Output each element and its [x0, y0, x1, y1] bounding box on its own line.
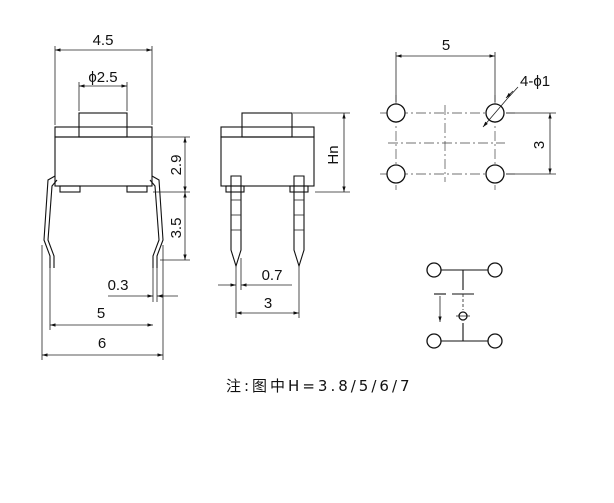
front-view: 4.5 ϕ2.5 2.9 3.5 0.3 5 6	[41, 32, 190, 360]
dim-inner-span: 5	[97, 305, 105, 322]
footprint-view: 5 3 4-ϕ1	[380, 37, 556, 190]
front-body	[54, 136, 153, 187]
dim-footprint-pitch-y: 3	[531, 141, 548, 149]
hole-bottom-left	[386, 164, 406, 184]
dim-pin-length: 3.5	[168, 218, 185, 239]
side-actuator	[241, 112, 293, 138]
schematic-terminal-2	[487, 262, 503, 278]
front-ledge	[54, 126, 153, 138]
side-body	[220, 136, 315, 187]
dim-actuator-diameter: ϕ2.5	[88, 69, 117, 86]
schematic-terminal-3	[426, 333, 442, 349]
dim-side-pin-width: 0.7	[262, 267, 283, 284]
side-foot-left	[225, 185, 245, 193]
front-foot-left	[59, 185, 81, 193]
side-pin-right	[293, 175, 305, 268]
dim-footprint-pitch-x: 5	[442, 37, 450, 54]
dim-width-top: 4.5	[93, 32, 114, 49]
dim-outer-span: 6	[98, 335, 106, 352]
dim-side-pin-pitch: 3	[264, 295, 272, 312]
front-foot-right	[126, 185, 148, 193]
schematic-terminal-1	[426, 262, 442, 278]
front-pin-left	[43, 175, 58, 268]
side-foot-right	[289, 185, 309, 193]
dim-hole-callout: 4-ϕ1	[520, 73, 550, 90]
side-pin-left	[230, 175, 242, 268]
height-note: 注:图中H=3.8/5/6/7	[226, 377, 413, 395]
front-pin-right	[149, 175, 164, 268]
schematic-terminal-4	[487, 333, 503, 349]
dim-body-height: 2.9	[168, 155, 185, 176]
side-ledge	[220, 126, 315, 138]
hole-top-left	[386, 103, 406, 123]
switch-schematic	[426, 262, 503, 349]
hole-bottom-right	[485, 164, 505, 184]
front-actuator	[78, 112, 128, 138]
dim-height-hn: Hn	[325, 145, 342, 164]
dim-pin-thickness: 0.3	[108, 277, 129, 294]
side-view: Hn 0.7 3	[218, 112, 350, 318]
